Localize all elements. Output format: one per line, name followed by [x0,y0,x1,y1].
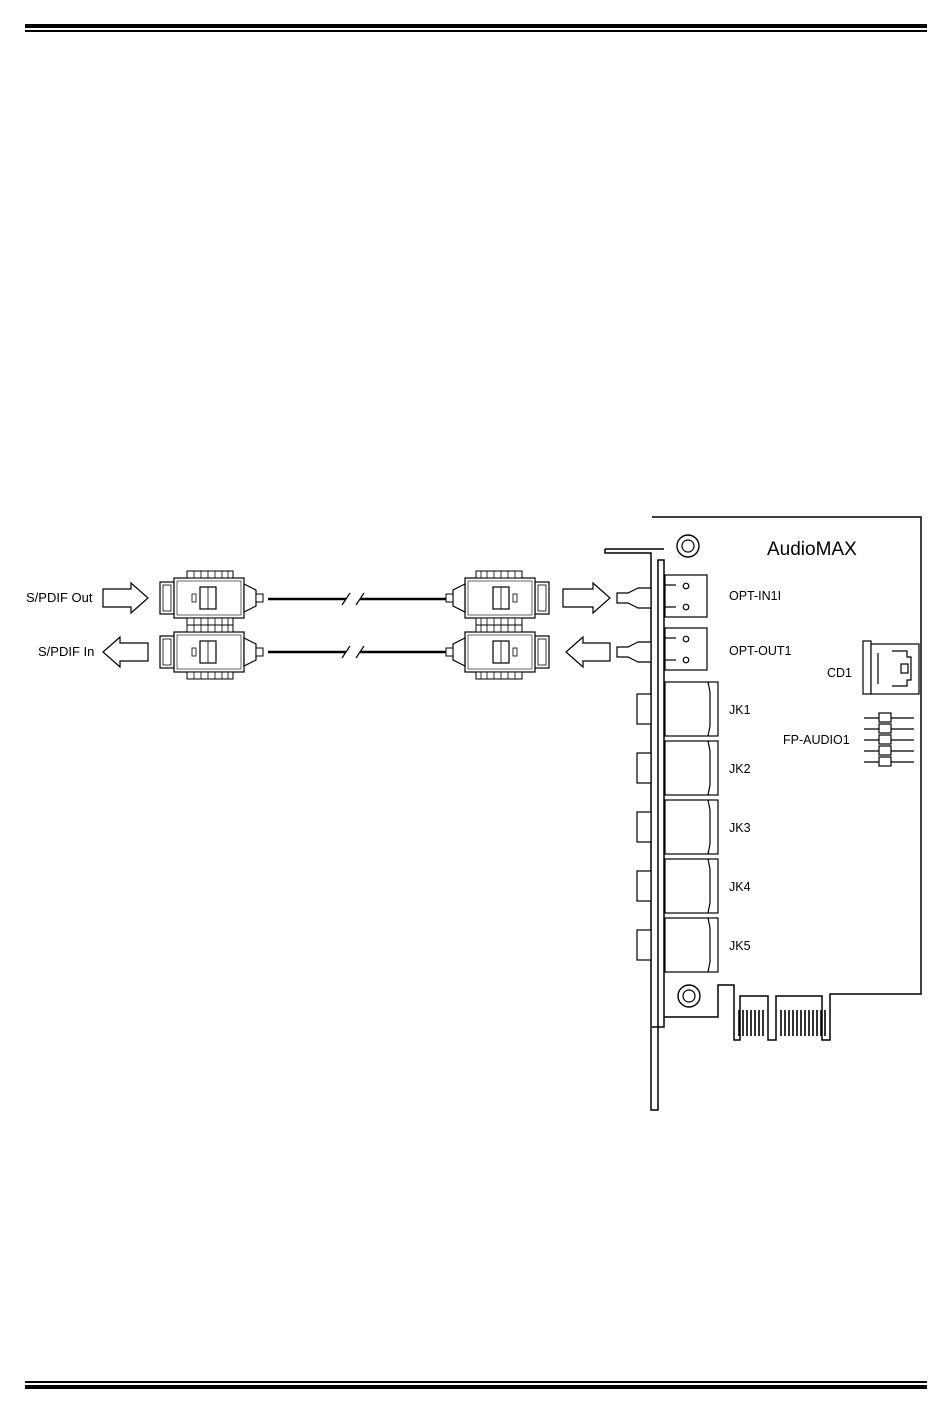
jk1-label: JK1 [729,703,751,717]
card-bracket [605,549,664,1110]
fp-audio1-label: FP-AUDIO1 [783,733,850,747]
opt-out-label: OPT-OUT1 [729,644,792,658]
card-title: AudioMAX [767,539,857,560]
jk3-label: JK3 [729,821,751,835]
spdif-in-arrow [103,637,148,667]
optical-plug-left-bottom [160,625,263,679]
footer-rule-thin [25,1381,927,1383]
opt-in-port [617,575,707,617]
spdif-out-arrow [103,583,148,613]
jk4-label: JK4 [729,880,751,894]
footer-rule-thick [25,1385,927,1389]
jk2-label: JK2 [729,762,751,776]
opt-in-direction-arrow [563,583,610,613]
jk5-label: JK5 [729,939,751,953]
spdif-in-label: S/PDIF In [38,644,94,659]
fp-audio1-header [864,713,914,766]
opt-in-label: OPT-IN1I [729,589,781,603]
spdif-out-label: S/PDIF Out [26,590,93,605]
jack-jk2 [637,741,718,795]
jack-jk3 [637,800,718,854]
optical-plug-left-top [160,571,263,625]
optical-plug-right-top [446,571,549,625]
opt-out-direction-arrow [566,637,610,667]
mounting-hole-bottom [678,985,700,1007]
jack-jk4 [637,859,718,913]
cd1-label: CD1 [827,666,852,680]
pcb-edge-contacts [739,1010,825,1036]
optical-plug-right-bottom [446,625,549,679]
cd1-header [863,641,919,694]
opt-out-port [617,628,707,670]
jack-jk1 [637,682,718,736]
jack-jk5 [637,918,718,972]
mounting-hole-top [677,535,699,557]
